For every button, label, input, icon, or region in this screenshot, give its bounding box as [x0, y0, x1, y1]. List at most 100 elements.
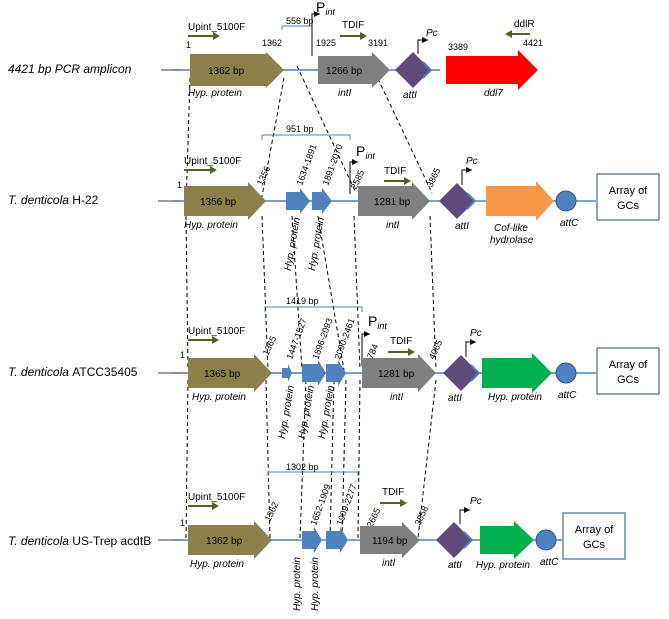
position-label: 1909-2277	[334, 483, 358, 527]
row-label: T. denticola ATCC35405	[8, 365, 138, 379]
gene-size: 1362 bp	[206, 536, 243, 547]
gene-description: intI	[382, 558, 396, 569]
tdif-label: TDIF	[342, 20, 364, 31]
attI-label: attI	[403, 90, 417, 101]
small-gene	[286, 188, 310, 214]
attI-label: attI	[448, 393, 462, 404]
span-label: 556 bp	[286, 16, 314, 26]
attI-label: attI	[455, 221, 469, 232]
small-gene	[302, 527, 322, 553]
promoter-arrow	[349, 159, 358, 194]
hyp-protein-gene	[188, 354, 272, 392]
tdif-label: TDIF	[382, 487, 404, 498]
tdif-label: TDIF	[390, 336, 412, 347]
hyp-protein-gene	[190, 52, 284, 88]
span-label: 951 bp	[286, 124, 314, 134]
gene-description: intI	[386, 220, 400, 231]
cassette-label: Hyp. protein	[476, 560, 530, 571]
ddl7-gene	[446, 50, 538, 90]
primer-label: Upint_5100F	[188, 326, 245, 337]
pc-label: Pc	[466, 156, 478, 167]
position-label: 1362	[262, 38, 282, 48]
gene-size: 1281 bp	[378, 369, 415, 380]
pint-label: Pint	[368, 313, 387, 331]
small-gene	[326, 527, 348, 553]
gene-description: Hyp. protein	[190, 559, 244, 570]
gene-size: 1281 bp	[374, 197, 411, 208]
promoter-arrow	[311, 11, 320, 56]
position-label: 1925	[316, 38, 336, 48]
pc-label: Pc	[470, 328, 482, 339]
position-label: 1	[180, 350, 185, 360]
ddlr-label: ddlR	[514, 19, 535, 30]
gc-array-box	[596, 173, 660, 221]
gene-size: 1362 bp	[208, 66, 245, 77]
intI-gene	[318, 52, 390, 88]
intI-gene	[362, 354, 436, 392]
pc-promoter-arrow	[459, 507, 470, 524]
gc-array-box	[596, 347, 660, 395]
attI-site	[436, 522, 472, 558]
gene-description: Hyp. protein	[292, 557, 303, 611]
cassette-label: Hyp. protein	[488, 392, 542, 403]
cof-like-hydrolase-gene	[486, 181, 554, 221]
gene-size: 1194 bp	[372, 536, 408, 547]
gene-size: 1356 bp	[200, 197, 237, 208]
pc-promoter-arrow	[465, 339, 476, 357]
attI-label: attI	[448, 560, 462, 571]
attI-site	[439, 183, 475, 219]
array-label: GCs	[617, 200, 640, 212]
position-label: 1	[186, 40, 191, 50]
hyp-protein-gene	[184, 182, 266, 220]
gene-description: Hyp. protein	[317, 384, 337, 439]
row-amplicon: 4421 bp PCR amplicon Upint_5100F 1 1362 …	[8, 0, 543, 101]
span-bracket	[264, 306, 363, 312]
pc-promoter-arrow	[417, 37, 428, 54]
gene-description: Hyp. protein	[188, 88, 242, 99]
gene-description: Hyp. protein	[297, 384, 317, 439]
position-label: 1652-1909	[308, 483, 332, 527]
dashed-connectors	[185, 65, 437, 539]
position-label: 1362	[263, 500, 281, 522]
small-gene	[312, 188, 332, 214]
position-label: 4065	[427, 338, 445, 360]
intI-gene	[360, 522, 420, 558]
attC-label: attC	[540, 557, 559, 568]
attI-site	[395, 52, 431, 88]
hyp-protein-gene	[188, 521, 272, 559]
attC-site	[555, 362, 577, 384]
attC-site	[535, 529, 557, 551]
cassette-label: Cof-like	[494, 223, 528, 234]
array-label: GCs	[617, 374, 640, 386]
row-label: T. denticola US-Trep acdtB	[8, 534, 151, 548]
position-label: 1	[177, 180, 182, 190]
position-label: 3389	[448, 42, 468, 52]
primer-label: Upint_5100F	[188, 492, 245, 503]
position-label: 4421	[523, 38, 543, 48]
attI-site	[443, 355, 479, 391]
span-label: 1302 bp	[286, 462, 319, 472]
pc-label: Pc	[470, 496, 482, 507]
pc-label: Pc	[426, 28, 438, 39]
gene-description: Hyp. protein	[310, 557, 321, 611]
position-label: 1	[180, 518, 185, 528]
primer-label: Upint_5100F	[184, 156, 241, 167]
position-label: 1896-2093	[310, 317, 334, 361]
array-label: GCs	[583, 539, 606, 551]
attC-site	[555, 190, 577, 212]
gene-size: 1365 bp	[204, 369, 241, 380]
position-label: 1447-1527	[284, 317, 308, 361]
cassette-label: hydrolase	[490, 235, 534, 246]
array-label: Array of	[609, 359, 648, 371]
pint-label: Pint	[316, 0, 335, 17]
position-label: 1365	[261, 334, 279, 356]
position-label: 3191	[368, 38, 388, 48]
gene-size: 1266 bp	[326, 66, 363, 77]
row-h22: T. denticola H-22 Upint_5100F 1 1356 bp …	[8, 124, 660, 272]
small-gene	[302, 360, 326, 386]
primer-label: Upint_5100F	[188, 22, 245, 33]
gene-description: Hyp. protein	[307, 216, 327, 271]
array-label: Array of	[609, 185, 648, 197]
gene-description: Hyp. protein	[184, 220, 238, 231]
